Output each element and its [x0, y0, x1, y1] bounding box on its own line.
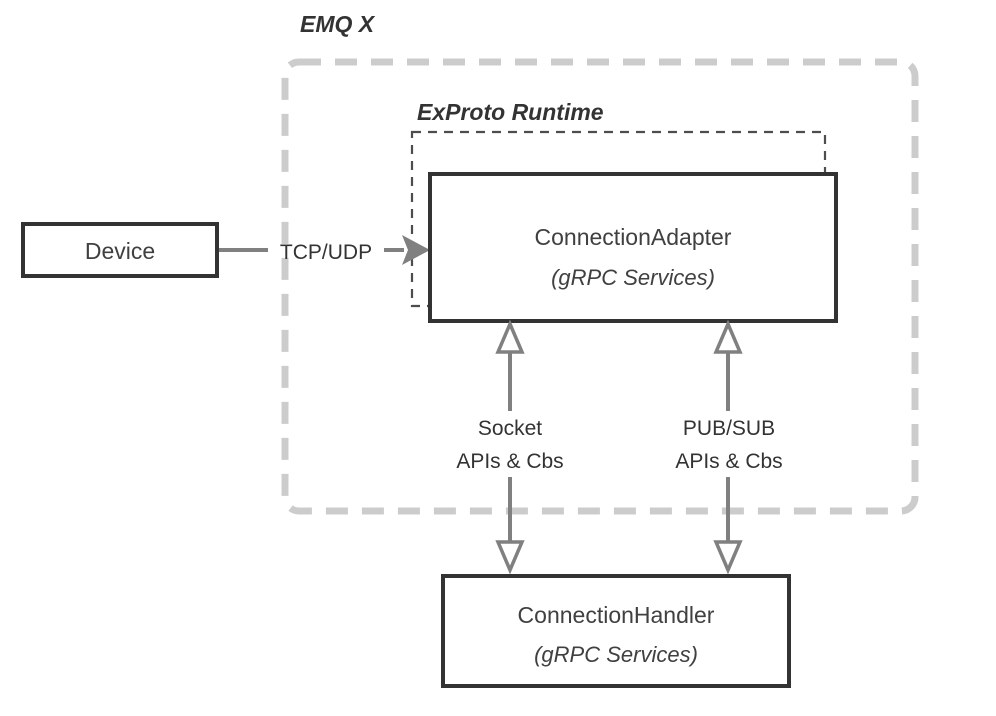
zone-emqx-boundary [281, 58, 919, 515]
connection-adapter-subtitle: (gRPC Services) [551, 265, 715, 290]
node-connection-adapter[interactable]: ConnectionAdapter (gRPC Services) [428, 172, 838, 323]
connection-handler-subtitle: (gRPC Services) [534, 642, 698, 667]
connection-adapter-title: ConnectionAdapter [535, 224, 732, 250]
edge-pubsub-apis: PUB/SUB APIs & Cbs [666, 319, 790, 575]
device-label: Device [85, 238, 155, 264]
node-connection-handler[interactable]: ConnectionHandler (gRPC Services) [441, 574, 791, 688]
zone-exproto-label: ExProto Runtime [417, 99, 604, 125]
edge-label-tcp-udp: TCP/UDP [280, 241, 372, 264]
connection-handler-box [441, 574, 791, 688]
pubsub-label-line1: PUB/SUB [683, 417, 775, 440]
arrow-right-icon [402, 235, 430, 265]
arrow-down-icon [495, 540, 525, 575]
socket-label-line2: APIs & Cbs [456, 450, 563, 473]
pubsub-label-line2: APIs & Cbs [675, 450, 782, 473]
pubsub-label-backdrop [666, 411, 790, 477]
socket-label-backdrop [452, 411, 568, 477]
arrow-up-icon [495, 319, 525, 354]
arrow-down-icon [713, 540, 743, 575]
node-device[interactable]: Device [21, 222, 219, 278]
connection-adapter-box [428, 172, 838, 323]
connection-handler-title: ConnectionHandler [518, 602, 715, 628]
socket-label-line1: Socket [478, 417, 542, 440]
zone-emqx-label: EMQ X [300, 11, 376, 37]
edge-device-to-adapter: TCP/UDP [219, 235, 430, 265]
edge-socket-apis: Socket APIs & Cbs [452, 319, 568, 575]
device-box [21, 222, 219, 278]
arrow-up-icon [713, 319, 743, 354]
